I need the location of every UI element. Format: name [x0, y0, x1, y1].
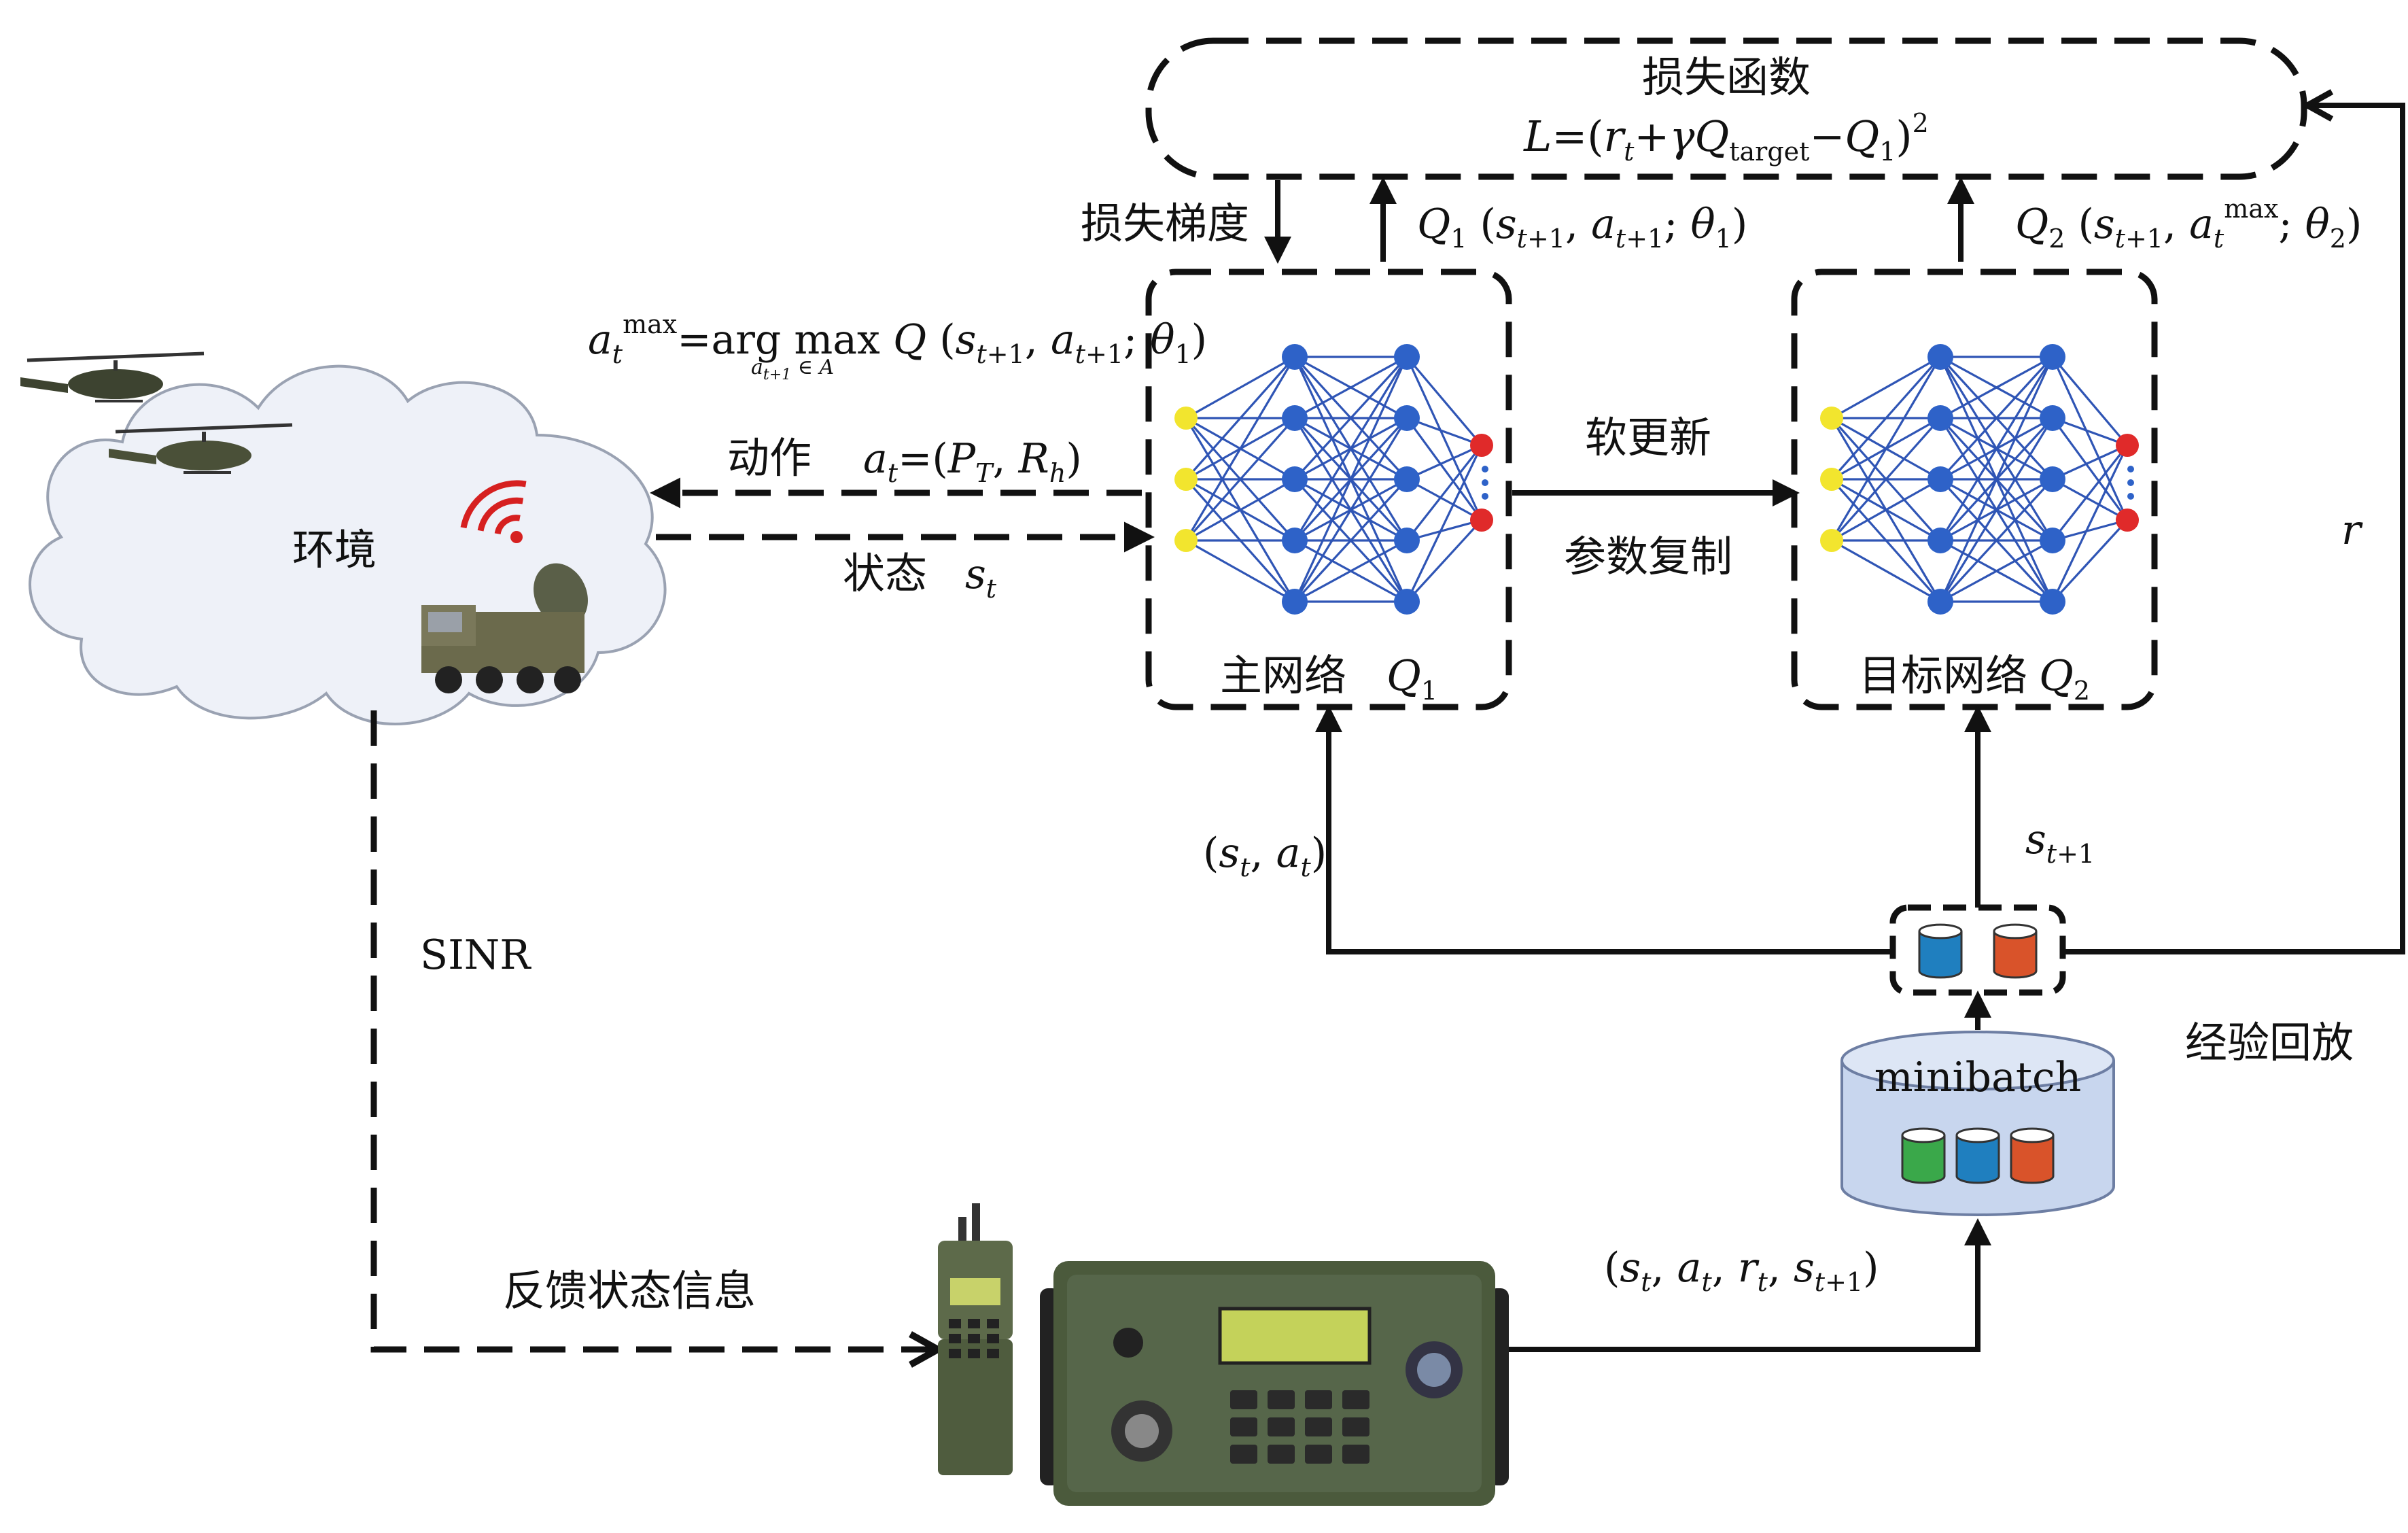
main-network-label: 主网络: [1220, 651, 1346, 700]
network-node: [1394, 528, 1420, 553]
q2-output-label: Q2 (st+1, atmax; θ2): [2015, 194, 2362, 254]
network-node: [2040, 344, 2065, 370]
network-node: [2116, 509, 2139, 532]
network-node: [2040, 466, 2065, 492]
wireless-signal-icon: [460, 480, 527, 543]
st-at-label: (st, at): [1203, 829, 1327, 882]
replay-to-main-line: [1315, 705, 1893, 954]
network-node: [1282, 528, 1308, 553]
database-cylinder-icon: [1918, 923, 1963, 979]
loss-title: 损失函数: [1642, 52, 1811, 102]
state-label: 状态: [843, 549, 927, 598]
action-formula: at=(PT, Rh): [863, 435, 1082, 488]
network-node: [1927, 466, 1953, 492]
target-network-graph: [1820, 344, 2139, 615]
sinr-feedback-line: [370, 710, 938, 1349]
network-node: [1174, 468, 1198, 491]
param-copy-label: 参数复制: [1564, 532, 1732, 581]
network-node: [2040, 528, 2065, 553]
st1-label: st+1: [2025, 816, 2095, 869]
network-node: [1174, 529, 1198, 552]
target-network-label: 目标网络: [1859, 651, 2027, 700]
loss-formula: L=(rt+γQtarget−Q1)2: [1523, 108, 1929, 167]
network-node: [1394, 466, 1420, 492]
network-node: [1282, 466, 1308, 492]
feedback-label: 反馈状态信息: [503, 1266, 756, 1315]
main-network-graph: [1174, 344, 1493, 615]
environment-label: 环境: [292, 525, 377, 574]
network-node: [2040, 405, 2065, 431]
network-node: [1282, 344, 1308, 370]
argmax-formula: atmax=arg max Q (st+1, at+1; θ1): [588, 309, 1207, 369]
reward-line: [2063, 105, 2405, 954]
manpack-radio-icon: [1040, 1261, 1509, 1506]
database-cylinder-icon: [2010, 1127, 2055, 1184]
network-node: [1927, 528, 1953, 553]
helicopter-icon: [20, 351, 205, 402]
network-node: [1282, 589, 1308, 615]
network-node: [1394, 589, 1420, 615]
target-network-symbol: Q2: [2039, 651, 2090, 706]
network-node: [1470, 434, 1493, 457]
network-node: [1394, 405, 1420, 431]
radar-truck-icon: [421, 563, 588, 693]
helicopter-icon: [109, 423, 293, 474]
soft-update-label: 软更新: [1585, 413, 1711, 462]
minibatch-label: minibatch: [1874, 1054, 2081, 1101]
network-node: [1470, 509, 1493, 532]
database-cylinder-icon: [1993, 923, 2038, 979]
sinr-label: SINR: [420, 931, 531, 979]
handheld-radio-icon: [938, 1203, 1013, 1475]
network-node: [1927, 344, 1953, 370]
network-node: [1820, 468, 1843, 491]
radio-to-minibatch-line: [1509, 1218, 1991, 1352]
network-node: [1927, 405, 1953, 431]
network-node: [2116, 434, 2139, 457]
action-label: 动作: [727, 433, 812, 483]
transition-label: (st, at, rt, st+1): [1604, 1244, 1879, 1297]
network-node: [1174, 407, 1198, 430]
argmax-subscript: at+1 ∈ A: [751, 356, 834, 383]
loss-gradient-label: 损失梯度: [1081, 199, 1249, 248]
reward-label: r: [2341, 506, 2363, 554]
state-symbol: st: [965, 551, 997, 604]
network-node: [1394, 344, 1420, 370]
network-node: [1820, 529, 1843, 552]
network-node: [1927, 589, 1953, 615]
experience-replay-label: 经验回放: [2185, 1018, 2354, 1067]
main-network-symbol: Q1: [1386, 651, 1437, 706]
minibatch-samples: [1901, 1127, 2055, 1184]
network-node: [1820, 407, 1843, 430]
q1-output-label: Q1 (st+1, at+1; θ1): [1417, 201, 1747, 254]
replay-samples: [1918, 923, 2038, 979]
database-cylinder-icon: [1955, 1127, 2000, 1184]
network-node: [2040, 589, 2065, 615]
database-cylinder-icon: [1901, 1127, 1946, 1184]
network-node: [1282, 405, 1308, 431]
